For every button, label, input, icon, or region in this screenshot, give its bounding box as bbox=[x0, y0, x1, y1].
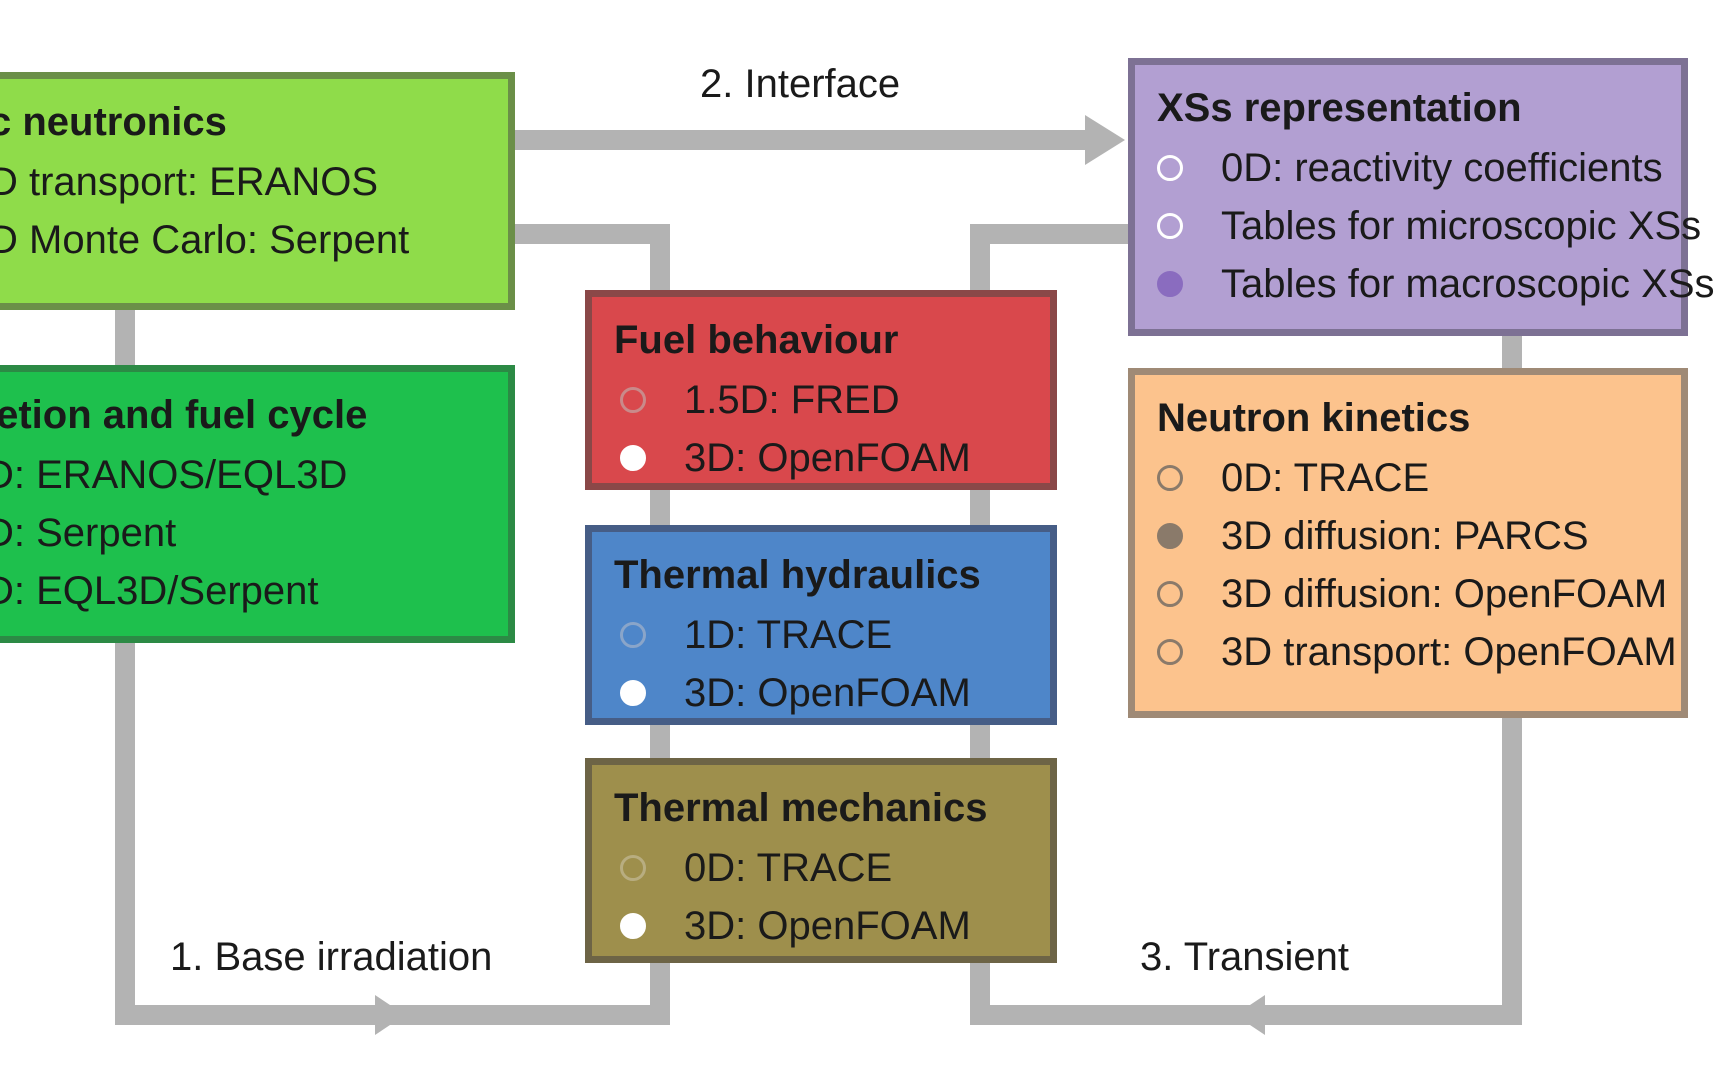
list-item: 0D: TRACE bbox=[1157, 449, 1659, 507]
list-item: D: EQL3D/Serpent bbox=[0, 569, 319, 613]
list-item: D: Serpent bbox=[0, 511, 177, 555]
neutron-kinetics-list: 0D: TRACE 3D diffusion: PARCS 3D diffusi… bbox=[1157, 449, 1677, 681]
neutron-kinetics-box: Neutron kinetics 0D: TRACE 3D diffusion:… bbox=[1128, 368, 1688, 718]
list-item: 3D diffusion: OpenFOAM bbox=[1157, 565, 1667, 623]
list-item: Tables for macroscopic XSs bbox=[1157, 255, 1715, 313]
thermal-hydraulics-title: Thermal hydraulics bbox=[614, 553, 981, 597]
coupling-diagram: 2. Interface 1. Base irradiation 3. Tran… bbox=[0, 58, 1715, 1035]
list-item: Tables for microscopic XSs bbox=[1157, 197, 1701, 255]
list-item: D: ERANOS/EQL3D bbox=[0, 453, 348, 497]
radio-filled-icon bbox=[1157, 271, 1183, 297]
xs-representation-box: XSs representation 0D: reactivity coeffi… bbox=[1128, 58, 1715, 336]
list-item: 3D transport: OpenFOAM bbox=[1157, 623, 1677, 681]
thermal-mechanics-list: 0D: TRACE 3D: OpenFOAM bbox=[614, 839, 1028, 955]
radio-empty-icon bbox=[620, 622, 646, 648]
list-item: 3D: OpenFOAM bbox=[614, 664, 1028, 722]
base-irradiation-arrowhead bbox=[375, 995, 405, 1035]
list-item: 1.5D: FRED bbox=[614, 371, 1028, 429]
radio-empty-icon bbox=[1157, 639, 1183, 665]
interface-label: 2. Interface bbox=[700, 62, 901, 106]
radio-filled-icon bbox=[620, 913, 646, 939]
list-item: D transport: ERANOS bbox=[0, 160, 379, 204]
xs-representation-list: 0D: reactivity coefficients Tables for m… bbox=[1157, 139, 1715, 313]
thermal-hydraulics-box: Thermal hydraulics 1D: TRACE 3D: OpenFOA… bbox=[585, 525, 1057, 725]
base-irradiation-label: 1. Base irradiation bbox=[170, 935, 493, 979]
depletion-list: D: ERANOS/EQL3D D: Serpent D: EQL3D/Serp… bbox=[0, 446, 486, 620]
xs-to-center-connector bbox=[970, 224, 1128, 290]
fuel-behaviour-box: Fuel behaviour 1.5D: FRED 3D: OpenFOAM bbox=[585, 290, 1057, 490]
thermal-mechanics-box: Thermal mechanics 0D: TRACE 3D: OpenFOAM bbox=[585, 758, 1057, 963]
radio-empty-icon bbox=[620, 387, 646, 413]
neutronics-title: c neutronics bbox=[0, 100, 227, 144]
transient-arrowhead bbox=[1235, 995, 1265, 1035]
radio-filled-icon bbox=[620, 680, 646, 706]
connector-lines bbox=[115, 115, 1522, 1035]
radio-filled-icon bbox=[1157, 523, 1183, 549]
radio-empty-icon bbox=[1157, 465, 1183, 491]
list-item: 3D: OpenFOAM bbox=[614, 429, 1028, 487]
interface-arrowhead bbox=[1085, 115, 1125, 165]
radio-empty-icon bbox=[1157, 213, 1183, 239]
thermal-mechanics-title: Thermal mechanics bbox=[614, 786, 988, 830]
list-item: D Monte Carlo: Serpent bbox=[0, 218, 410, 262]
neutronics-list: D transport: ERANOS D Monte Carlo: Serpe… bbox=[0, 153, 486, 269]
depletion-title: letion and fuel cycle bbox=[0, 393, 368, 437]
radio-empty-icon bbox=[620, 855, 646, 881]
neutronics-to-center-connector bbox=[515, 224, 670, 290]
list-item: 3D diffusion: PARCS bbox=[1157, 507, 1659, 565]
radio-filled-icon bbox=[620, 445, 646, 471]
radio-empty-icon bbox=[1157, 581, 1183, 607]
transient-label: 3. Transient bbox=[1140, 935, 1350, 979]
depletion-box: letion and fuel cycle D: ERANOS/EQL3D D:… bbox=[0, 365, 515, 643]
xs-representation-title: XSs representation bbox=[1157, 86, 1522, 130]
radio-empty-icon bbox=[1157, 155, 1183, 181]
fuel-behaviour-list: 1.5D: FRED 3D: OpenFOAM bbox=[614, 371, 1028, 487]
list-item: 0D: TRACE bbox=[614, 839, 1028, 897]
neutron-kinetics-title: Neutron kinetics bbox=[1157, 396, 1471, 440]
thermal-hydraulics-list: 1D: TRACE 3D: OpenFOAM bbox=[614, 606, 1028, 722]
fuel-behaviour-title: Fuel behaviour bbox=[614, 318, 899, 362]
list-item: 1D: TRACE bbox=[614, 606, 1028, 664]
neutronics-box: c neutronics D transport: ERANOS D Monte… bbox=[0, 72, 515, 310]
list-item: 3D: OpenFOAM bbox=[614, 897, 1028, 955]
list-item: 0D: reactivity coefficients bbox=[1157, 139, 1663, 197]
